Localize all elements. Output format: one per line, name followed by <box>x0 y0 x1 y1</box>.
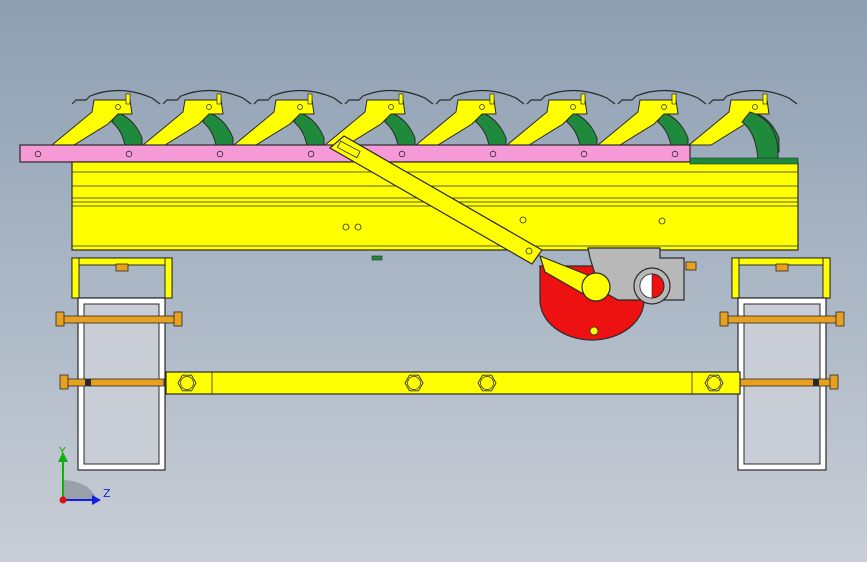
wire-spring <box>253 89 343 105</box>
wire-spring <box>435 89 525 105</box>
wire-spring <box>344 89 434 105</box>
rail-hole <box>125 150 133 158</box>
rail-hole <box>398 150 406 158</box>
wire-spring <box>617 89 707 105</box>
finger-unit <box>141 89 252 153</box>
tie-bar-bolt <box>477 374 497 392</box>
tie-bar-bolt <box>404 374 424 392</box>
tie-bar-bolt <box>704 374 724 392</box>
main-beam <box>71 157 799 261</box>
pin-tab <box>489 93 495 105</box>
y-axis-arrow <box>58 452 68 462</box>
finger-arm <box>687 99 770 146</box>
pivot-pin <box>570 104 576 110</box>
rail-hole <box>216 150 224 158</box>
pin-tab <box>398 93 404 105</box>
lever-arm <box>328 135 611 302</box>
z-axis-label: Z <box>103 487 111 500</box>
wire-spring <box>708 89 798 105</box>
finger-unit <box>50 89 161 153</box>
finger-arm <box>141 99 224 146</box>
finger-arm <box>232 99 315 146</box>
tie-bar <box>165 371 741 395</box>
roller-assembly <box>539 247 697 341</box>
pivot-pin <box>479 104 485 110</box>
finger-arm <box>323 99 406 146</box>
y-axis-label: Y <box>58 445 66 458</box>
finger-arm <box>414 99 497 146</box>
rods <box>55 311 845 390</box>
rail-hole <box>34 150 42 158</box>
finger-arm <box>505 99 588 146</box>
hex-nut <box>829 374 839 390</box>
hex-nut <box>55 311 65 327</box>
finger-row <box>50 89 798 161</box>
finger-unit <box>323 89 434 153</box>
right-bracket <box>731 257 831 471</box>
axis-triad: Y Z <box>58 445 111 505</box>
pivot-pin <box>661 104 667 110</box>
hex-nut <box>173 311 183 327</box>
pin-tab <box>216 93 222 105</box>
pin-tab <box>762 93 768 105</box>
nut-washer <box>813 379 819 386</box>
z-axis-arrow <box>92 495 101 505</box>
pin-tab <box>307 93 313 105</box>
finger-unit <box>414 89 525 153</box>
pivot-pin <box>752 104 758 110</box>
finger-unit <box>232 89 343 153</box>
hex-nut <box>719 311 729 327</box>
pin-tab <box>125 93 131 105</box>
nut-washer <box>85 379 91 386</box>
rail-hole <box>580 150 588 158</box>
hex-nut <box>59 374 69 390</box>
finger-unit <box>505 89 616 153</box>
pivot-pin <box>297 104 303 110</box>
rail-hole <box>671 150 679 158</box>
finger-arm <box>596 99 679 146</box>
pin-tab <box>580 93 586 105</box>
wire-spring <box>162 89 252 105</box>
hex-nut <box>835 311 845 327</box>
x-axis-dot <box>59 496 67 504</box>
pin-tab <box>671 93 677 105</box>
rail-hole <box>489 150 497 158</box>
pivot-pin <box>388 104 394 110</box>
pivot-pin <box>206 104 212 110</box>
finger-unit <box>596 89 707 153</box>
green-cam <box>741 111 779 161</box>
wire-spring <box>526 89 616 105</box>
finger-arm <box>50 99 133 146</box>
rail-hole <box>307 150 315 158</box>
tie-bar-bolt <box>177 374 197 392</box>
pivot-pin <box>115 104 121 110</box>
left-bracket <box>71 257 173 471</box>
wire-spring <box>71 89 161 105</box>
